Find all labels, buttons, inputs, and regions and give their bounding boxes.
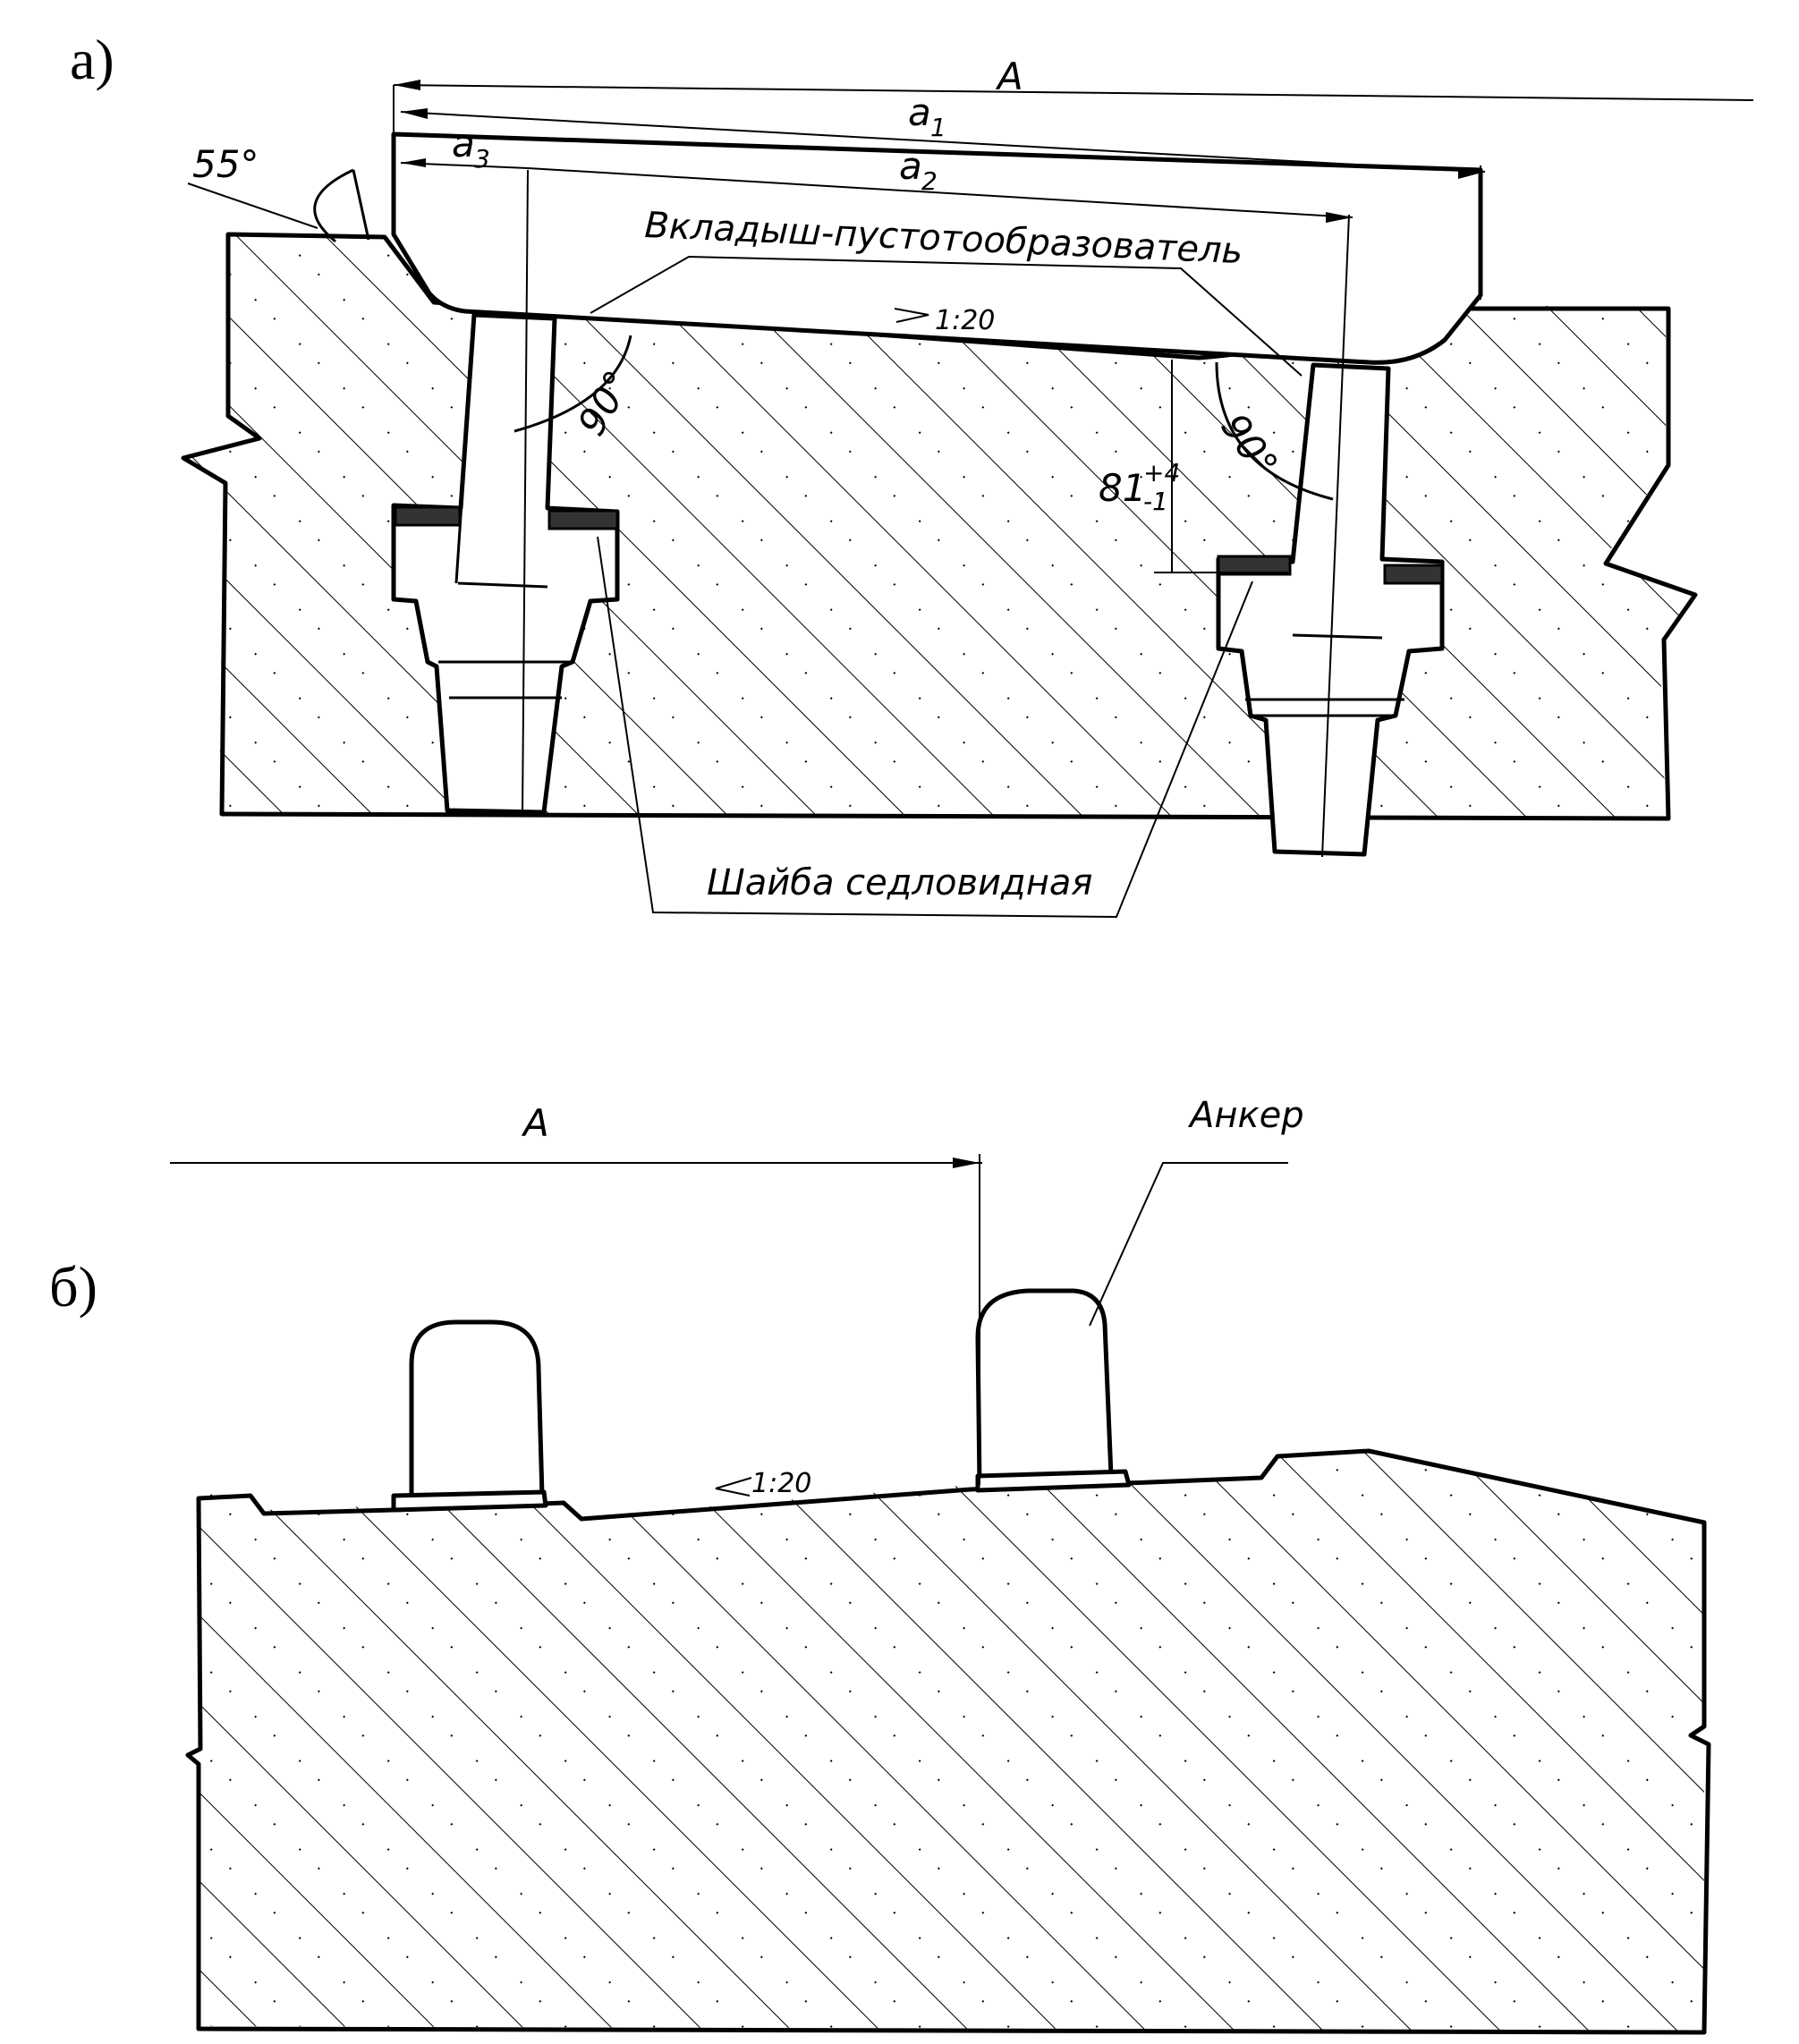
dimensions-a xyxy=(187,80,1754,573)
callout-anchor-label: Анкер xyxy=(1187,1095,1304,1136)
callout-washer-label: Шайба седловидная xyxy=(707,862,1092,903)
anchor-right-head xyxy=(975,1288,1114,1488)
dim-81: 81 xyxy=(1099,466,1146,510)
panel-a-label: а) xyxy=(70,28,115,91)
left-washer-right xyxy=(547,509,619,530)
right-washer-left xyxy=(1217,555,1292,576)
slope-text-a: 1:20 xyxy=(935,305,995,336)
right-bore xyxy=(1216,362,1445,857)
angle-55: 55° xyxy=(192,142,259,186)
slope-text-b: 1:20 xyxy=(751,1468,811,1499)
panel-b-label: б) xyxy=(49,1255,98,1319)
anchor-left xyxy=(391,1319,548,1513)
anchor-right xyxy=(975,1288,1132,1493)
slope-mark-a: 1:20 xyxy=(894,305,995,336)
dim-a3-sub: 3 xyxy=(474,144,490,174)
dim-81-tol-upper: +4 xyxy=(1143,458,1180,488)
anchor-left-head xyxy=(409,1319,545,1505)
slope-mark-b: 1:20 xyxy=(715,1468,811,1499)
dim-a2-sub: 2 xyxy=(921,166,938,196)
callout-leaders-a xyxy=(590,255,1303,919)
dim-A-top: A xyxy=(995,55,1023,98)
concrete-hatch-a xyxy=(183,233,1695,818)
dim-A-bottom: A xyxy=(521,1101,549,1145)
dim-a2: a xyxy=(899,144,922,188)
dimension-b xyxy=(170,1154,1288,1485)
dim-a1-sub: 1 xyxy=(930,113,946,142)
right-washer-right xyxy=(1383,564,1444,585)
panel-b: б) A Анкер 1:20 xyxy=(49,1095,1711,2035)
panel-a: а) xyxy=(70,28,1754,919)
left-washer xyxy=(394,505,462,527)
anchor-right-base xyxy=(975,1469,1132,1493)
dim-a1: a xyxy=(908,90,931,134)
dim-81-tol-lower: -1 xyxy=(1143,487,1168,516)
concrete-hatch-b xyxy=(199,1451,1704,2031)
left-anchor-assembly xyxy=(391,169,620,815)
right-anchor-assembly xyxy=(1216,214,1445,858)
dim-a3: a xyxy=(452,122,475,165)
insert-cavity xyxy=(391,131,1483,365)
anchor-left-base xyxy=(391,1489,548,1513)
